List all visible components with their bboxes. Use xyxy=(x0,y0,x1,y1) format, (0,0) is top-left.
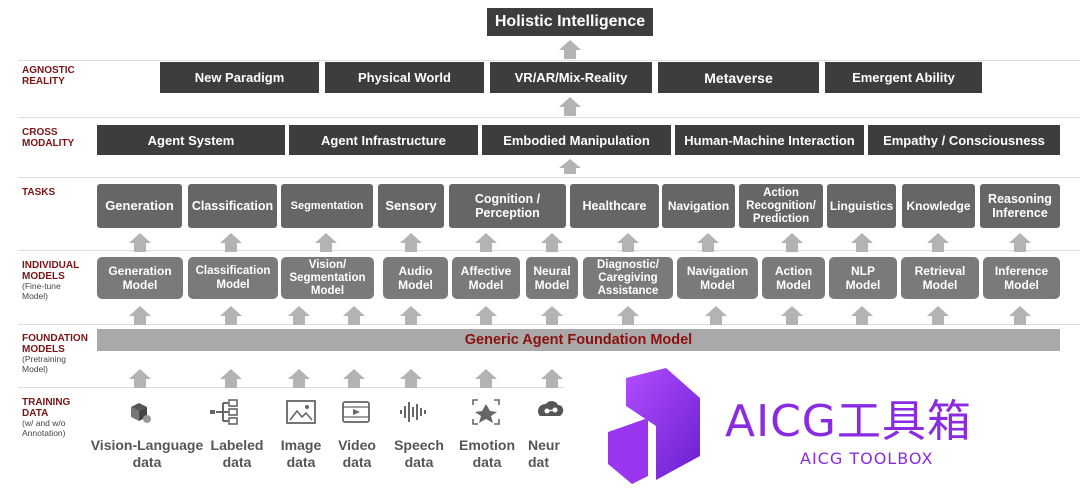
row-label-agnostic-reality: AGNOSTIC REALITY xyxy=(22,65,75,87)
training-data-label: Emotion data xyxy=(459,437,515,470)
row-label-title: INDIVIDUAL MODELS xyxy=(22,260,80,282)
agnostic-box-emergent-ability: Emergent Ability xyxy=(825,62,982,93)
model-action: Action Model xyxy=(762,257,825,299)
model-affective: Affective Model xyxy=(452,257,520,299)
agnostic-box-physical-world: Physical World xyxy=(325,62,484,93)
task-healthcare: Healthcare xyxy=(570,184,659,228)
task-action-recognition: Action Recognition/ Prediction xyxy=(739,184,823,228)
task-segmentation: Segmentation xyxy=(281,184,373,228)
row-label-individual-models: INDIVIDUAL MODELS (Fine-tune Model) xyxy=(22,260,79,301)
training-data-label: Image data xyxy=(280,437,322,470)
training-data-label: Speech data xyxy=(394,437,444,470)
task-knowledge: Knowledge xyxy=(902,184,975,228)
training-data-label: Vision-Language data xyxy=(90,437,204,470)
agnostic-box-metaverse: Metaverse xyxy=(658,62,819,93)
watermark-subtitle: AICG TOOLBOX xyxy=(800,449,934,468)
task-navigation: Navigation xyxy=(662,184,735,228)
agnostic-box-new-paradigm: New Paradigm xyxy=(160,62,319,93)
task-classification: Classification xyxy=(188,184,277,228)
video-icon xyxy=(339,396,373,428)
task-cognition-perception: Cognition / Perception xyxy=(449,184,566,228)
row-label-title: FOUNDATION MODELS xyxy=(22,333,88,355)
labeled-data-icon xyxy=(208,396,242,428)
training-data-label: Neur dat xyxy=(528,437,560,470)
aicg-logo-icon xyxy=(604,368,714,486)
cross-box-human-machine-interaction: Human-Machine Interaction xyxy=(675,125,864,155)
speech-waveform-icon xyxy=(396,396,430,428)
model-retrieval: Retrieval Model xyxy=(901,257,979,299)
model-audio: Audio Model xyxy=(383,257,448,299)
separator-line xyxy=(18,117,1080,118)
task-sensory: Sensory xyxy=(378,184,444,228)
task-reasoning-inference: Reasoning Inference xyxy=(980,184,1060,228)
row-label-training-data: TRAINING DATA (w/ and w/o Annotation) xyxy=(22,397,70,438)
cross-box-embodied-manipulation: Embodied Manipulation xyxy=(482,125,671,155)
cross-box-agent-infrastructure: Agent Infrastructure xyxy=(289,125,478,155)
row-label-subtitle: (Fine-tune Model) xyxy=(22,281,61,301)
training-data-label: Labeled data xyxy=(210,437,264,470)
watermark-title: AICG工具箱 xyxy=(725,396,972,447)
task-generation: Generation xyxy=(97,184,182,228)
model-vision-segmentation: Vision/ Segmentation Model xyxy=(281,257,374,299)
agnostic-box-vr-ar: VR/AR/Mix-Reality xyxy=(490,62,652,93)
training-data-label: Video data xyxy=(338,437,376,470)
model-nlp: NLP Model xyxy=(829,257,897,299)
model-classification: Classification Model xyxy=(188,257,278,299)
model-navigation: Navigation Model xyxy=(677,257,758,299)
row-label-title: TRAINING DATA xyxy=(22,397,71,419)
row-label-title: TASKS xyxy=(22,187,56,198)
row-label-title: AGNOSTIC REALITY xyxy=(22,65,75,87)
row-label-cross-modality: CROSS MODALITY xyxy=(22,127,74,149)
task-linguistics: Linguistics xyxy=(827,184,896,228)
neural-icon xyxy=(533,396,567,428)
row-label-foundation-models: FOUNDATION MODELS (Pretraining Model) xyxy=(22,333,88,374)
foundation-model-bar: Generic Agent Foundation Model xyxy=(97,329,1060,351)
row-label-title: CROSS MODALITY xyxy=(22,127,75,149)
model-neural: Neural Model xyxy=(526,257,578,299)
cross-box-empathy-consciousness: Empathy / Consciousness xyxy=(868,125,1060,155)
image-icon xyxy=(284,396,318,428)
holistic-intelligence-box: Holistic Intelligence xyxy=(487,8,653,36)
model-diagnostic-caregiving: Diagnostic/ Caregiving Assistance xyxy=(583,257,673,299)
row-label-subtitle: (w/ and w/o Annotation) xyxy=(22,418,66,438)
row-label-tasks: TASKS xyxy=(22,187,55,198)
cross-box-agent-system: Agent System xyxy=(97,125,285,155)
separator-line xyxy=(18,60,1080,61)
vision-language-icon xyxy=(123,396,157,428)
model-generation: Generation Model xyxy=(97,257,183,299)
model-inference: Inference Model xyxy=(983,257,1060,299)
row-label-subtitle: (Pretraining Model) xyxy=(22,354,66,374)
emotion-icon xyxy=(469,396,503,428)
separator-line xyxy=(18,177,1080,178)
